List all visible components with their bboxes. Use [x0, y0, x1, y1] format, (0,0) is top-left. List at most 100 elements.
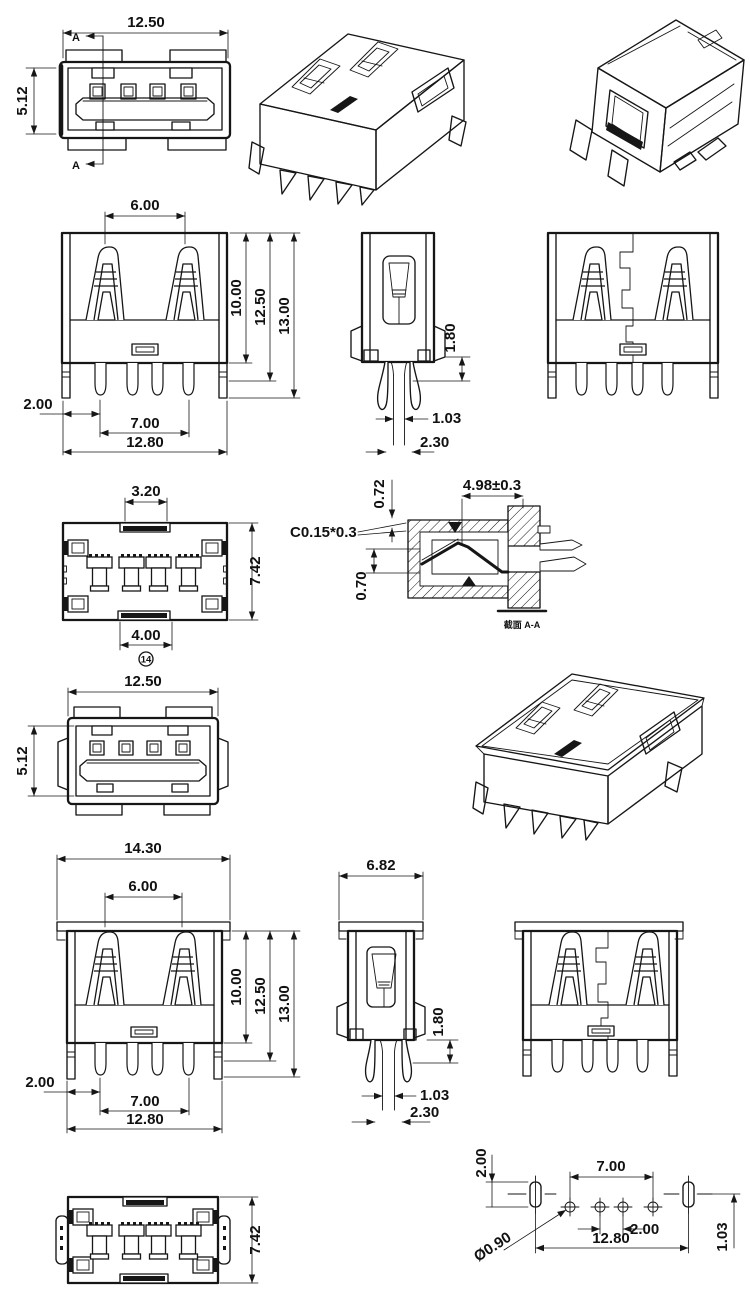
dim-label-slot-width: 4.00 — [131, 627, 160, 644]
dim-label-notch-width: 3.20 — [131, 483, 160, 500]
dim-label-clip-span: 6.00 — [130, 197, 159, 214]
dimension-pad-width: 1.03 — [696, 1193, 741, 1252]
dim-label-depth: 7.42 — [247, 556, 264, 585]
chamfer-note-label: C0.15*0.3 — [290, 524, 357, 541]
dimension-pad-height: 2.00 — [473, 1148, 529, 1208]
dimension-wall: 0.72 — [371, 479, 396, 543]
dim-label-step: 1.80 — [430, 1007, 447, 1036]
dimension-gap: 0.70 — [353, 548, 421, 601]
dim-label-body-height: 10.00 — [228, 968, 245, 1006]
dim-label-pin-span: 7.00 — [130, 415, 159, 432]
front-view-plain: 12.50 5.12 — [14, 673, 229, 816]
dim-label-outer-span: 7.00 — [596, 1158, 625, 1175]
dimension-contact-span: 4.98±0.3 — [461, 477, 524, 546]
pin-array — [94, 1042, 195, 1076]
dimension-step: 1.80 — [412, 323, 471, 382]
dim-label-slot-width: 1.03 — [432, 410, 461, 427]
bottom-view-plain: 7.42 — [55, 1195, 264, 1285]
dim-label-pad-span: 12.80 — [592, 1230, 630, 1247]
spring-clips — [85, 931, 202, 1006]
dimension-slot-width: 1.03 — [375, 410, 461, 427]
bottom-view: 3.20 7.42 4.00 14 — [61, 483, 264, 667]
dimension-clip-span: 6.00 — [104, 197, 186, 245]
section-caption: 截面 A-A — [504, 619, 541, 630]
dimension-outer-span: 7.00 — [569, 1158, 654, 1201]
dimension-inner-pitch: 2.00 — [577, 1213, 659, 1238]
dim-label-overall-height: 13.00 — [276, 297, 293, 335]
dimension-depth: 7.42 — [228, 522, 264, 621]
dimension-clip-span: 6.00 — [104, 878, 183, 928]
dimension-heights: 10.00 12.50 13.00 — [228, 232, 301, 399]
dimension-bottom: 2.00 7.00 12.80 — [23, 396, 228, 456]
dim-label-contact-span: 4.98±0.3 — [463, 477, 521, 494]
dim-label-slot-width: 1.03 — [420, 1087, 449, 1104]
dimension-leg-width: 2.30 — [365, 434, 449, 456]
dim-label-leg-width: 2.30 — [420, 434, 449, 451]
dimension-height: 5.12 — [14, 725, 75, 797]
section-view-a-a: 0.72 4.98±0.3 C0.15*0.3 0.70 截面 A-A — [290, 477, 587, 630]
dim-label-depth: 7.42 — [247, 1225, 264, 1254]
dim-label-inner-pitch: 2.00 — [630, 1221, 659, 1238]
hole-diameter-label: Ø0.90 — [471, 1229, 515, 1266]
dim-label-overall-width: 12.80 — [126, 434, 164, 451]
section-mark-top: A — [72, 32, 80, 44]
dim-label-flange-width: 14.30 — [124, 840, 162, 857]
dim-label-height: 5.12 — [14, 746, 31, 775]
body-outline — [56, 921, 231, 1080]
dim-label-mid-height: 12.50 — [252, 288, 269, 326]
dimension-bottom: 2.00 7.00 12.80 — [25, 1074, 223, 1134]
hole-diameter-callout: Ø0.90 — [471, 1209, 567, 1266]
dim-label-gap: 0.70 — [353, 571, 370, 600]
dim-label-pin-span: 7.00 — [130, 1093, 159, 1110]
dim-label-pad-height: 2.00 — [473, 1148, 490, 1177]
dimension-notch: 3.20 — [124, 483, 168, 522]
side-view-flanged: 6.82 1.80 1.03 2.30 — [336, 857, 459, 1126]
body-outline — [350, 231, 446, 364]
dim-label-overall-width: 12.80 — [126, 1111, 164, 1128]
dimension-slot-width: 1.03 — [361, 1087, 449, 1104]
dim-label-leg-width: 2.30 — [410, 1104, 439, 1121]
dim-label-pin-offset: 2.00 — [23, 396, 52, 413]
dimension-width: 6.82 — [338, 857, 424, 921]
isometric-view-flanged — [472, 673, 705, 841]
front-view-sectioned: 12.50 5.12 A A — [14, 14, 232, 172]
dim-label-pin-offset: 2.00 — [25, 1074, 54, 1091]
chamfer-note: C0.15*0.3 — [290, 522, 407, 541]
dimension-slot: 4.00 14 — [119, 621, 173, 667]
dim-label-step: 1.80 — [442, 323, 459, 352]
dim-label-mid-height: 12.50 — [252, 977, 269, 1015]
dim-label-body-height: 10.00 — [228, 279, 245, 317]
pcb-footprint: 2.00 7.00 2.00 12.80 1.03 Ø0.90 — [471, 1148, 741, 1266]
back-view-parting-line — [546, 231, 720, 399]
dimension-flange: 14.30 — [56, 840, 231, 921]
solder-leg — [364, 1039, 413, 1111]
dimension-heights: 10.00 12.50 13.00 — [223, 930, 301, 1078]
isometric-view-top — [248, 33, 467, 206]
back-view-flanged: 14.30 6.00 10.00 12.50 13.00 2.00 7.00 1… — [25, 840, 301, 1134]
body-outline — [57, 706, 229, 816]
isometric-view-top-right — [569, 19, 745, 187]
dim-label-width: 12.50 — [127, 14, 165, 31]
dimension-width: 12.50 — [67, 673, 219, 717]
dimension-leg-width: 2.30 — [351, 1104, 439, 1126]
back-view: 6.00 10.00 12.50 13.00 2.00 7.00 12.80 — [23, 197, 301, 456]
section-line-a-a: A A — [72, 32, 104, 172]
pin-array — [94, 362, 195, 396]
dim-label-height: 5.12 — [14, 86, 31, 115]
balloon-callout: 14 — [141, 655, 152, 666]
dim-label-pad-width: 1.03 — [714, 1222, 731, 1251]
dimension-height: 5.12 — [14, 67, 57, 135]
section-mark-bottom: A — [72, 160, 80, 172]
side-view: 1.80 1.03 2.30 — [350, 231, 471, 456]
body-outline — [336, 921, 426, 1042]
contact-array — [86, 1221, 202, 1260]
dim-label-overall-height: 13.00 — [276, 985, 293, 1023]
solder-leg — [376, 361, 422, 446]
contact-array — [86, 553, 202, 592]
spring-clips — [85, 246, 205, 321]
dim-label-width: 12.50 — [124, 673, 162, 690]
dimension-depth: 7.42 — [219, 1196, 264, 1284]
dim-label-clip-span: 6.00 — [128, 878, 157, 895]
body-outline — [58, 49, 232, 151]
